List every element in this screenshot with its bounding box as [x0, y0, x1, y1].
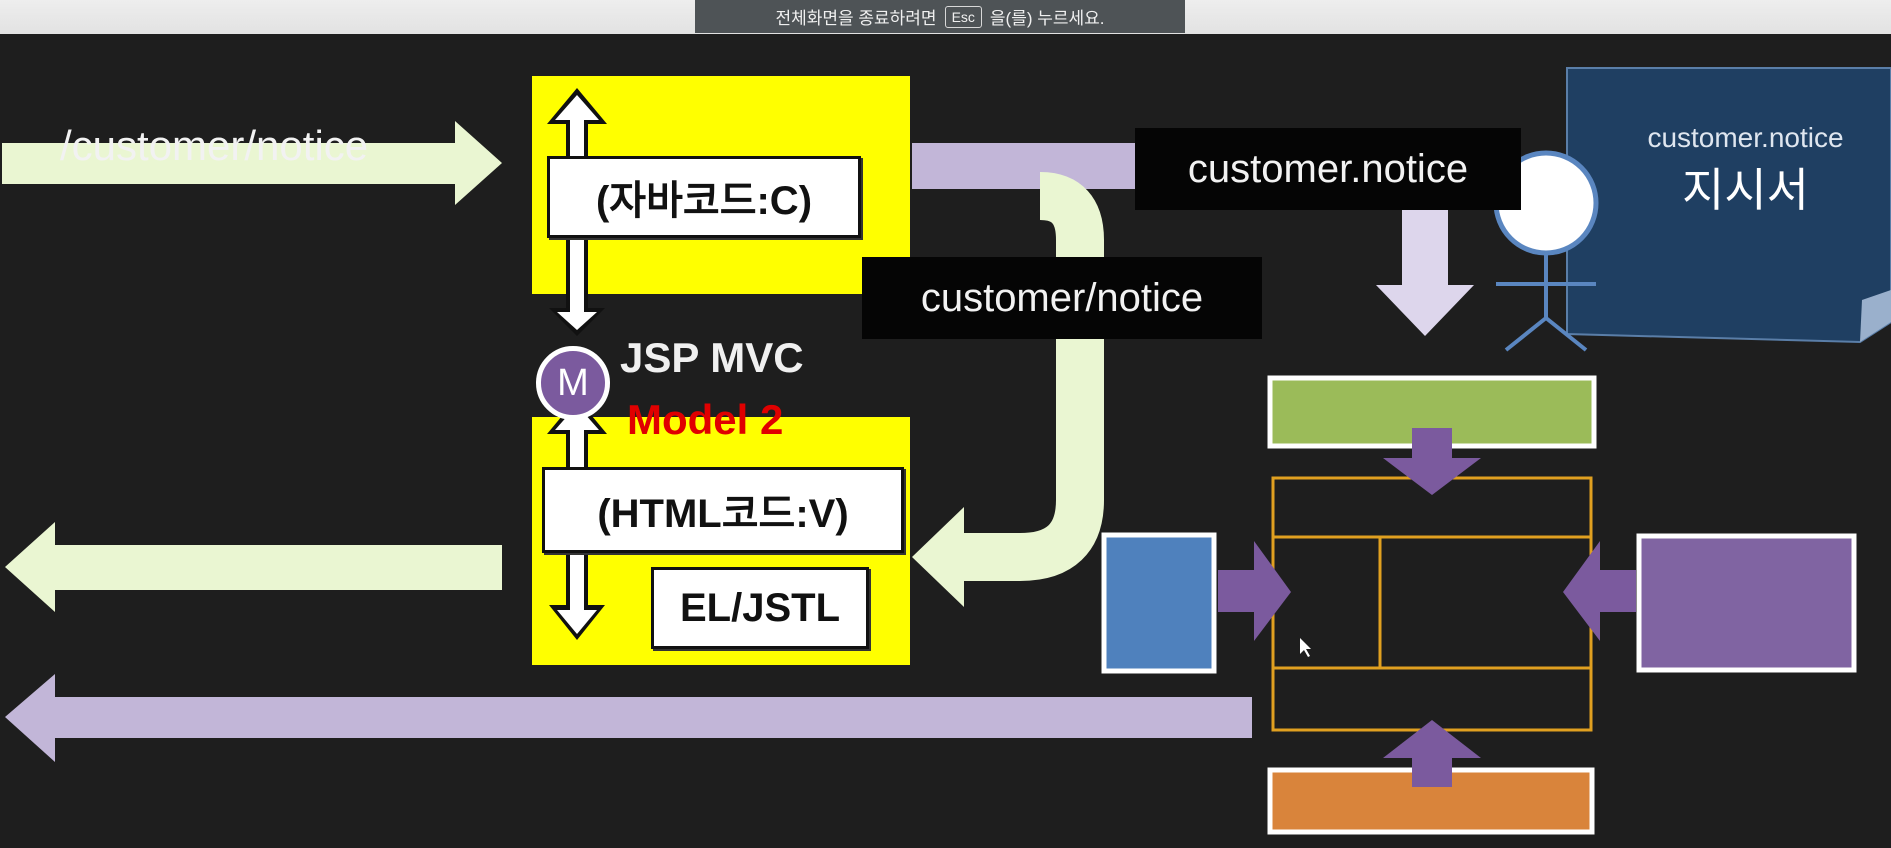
request-path-label: /customer/notice	[60, 122, 369, 169]
esc-key-hint: Esc	[944, 5, 982, 28]
note-title: customer.notice	[1647, 122, 1844, 153]
diagram-title-model-2: Model 2	[627, 396, 784, 443]
fullscreen-exit-toast: 전체화면을 종료하려면 Esc 을(를) 누르세요.	[695, 0, 1185, 33]
right-insert-arrow	[1563, 541, 1636, 641]
forward-curve-arrowhead	[912, 507, 964, 607]
slide-canvas: /customer/notice (자바코드:C) M JSP MVC Mode…	[0, 34, 1891, 848]
toast-text-before: 전체화면을 종료하려면	[775, 9, 937, 28]
left-insert-arrow	[1218, 541, 1291, 641]
mouse-cursor	[1300, 638, 1311, 657]
forward-path-label: customer/notice	[862, 257, 1262, 339]
request-arrow	[2, 121, 502, 205]
note-subtitle: 지시서	[1682, 164, 1809, 216]
bottom-return-arrow	[5, 674, 1252, 762]
tiles-note-text: customer.notice 지시서	[1600, 68, 1891, 334]
tiles-down-arrow	[1376, 208, 1474, 336]
model-badge: M	[536, 346, 610, 420]
layout-left-block	[1101, 532, 1217, 674]
layout-template-grid	[1271, 476, 1593, 732]
footer-insert-arrow	[1383, 720, 1481, 787]
header-insert-arrow	[1383, 428, 1481, 495]
toast-text-after: 을(를) 누르세요.	[989, 9, 1105, 28]
controller-code-label: (자바코드:C)	[547, 156, 861, 238]
tiles-definition-name-label: customer.notice	[1135, 128, 1521, 210]
response-arrow	[5, 522, 502, 612]
layout-right-block	[1636, 533, 1857, 673]
controller-to-tiles-bar	[912, 143, 1140, 189]
el-jstl-label: EL/JSTL	[651, 567, 869, 649]
forward-curve-arrow	[960, 172, 1104, 581]
view-code-label: (HTML코드:V)	[542, 467, 904, 553]
tiles-definition-note	[1566, 67, 1891, 344]
diagram-title-jsp-mvc: JSP MVC	[620, 334, 804, 381]
